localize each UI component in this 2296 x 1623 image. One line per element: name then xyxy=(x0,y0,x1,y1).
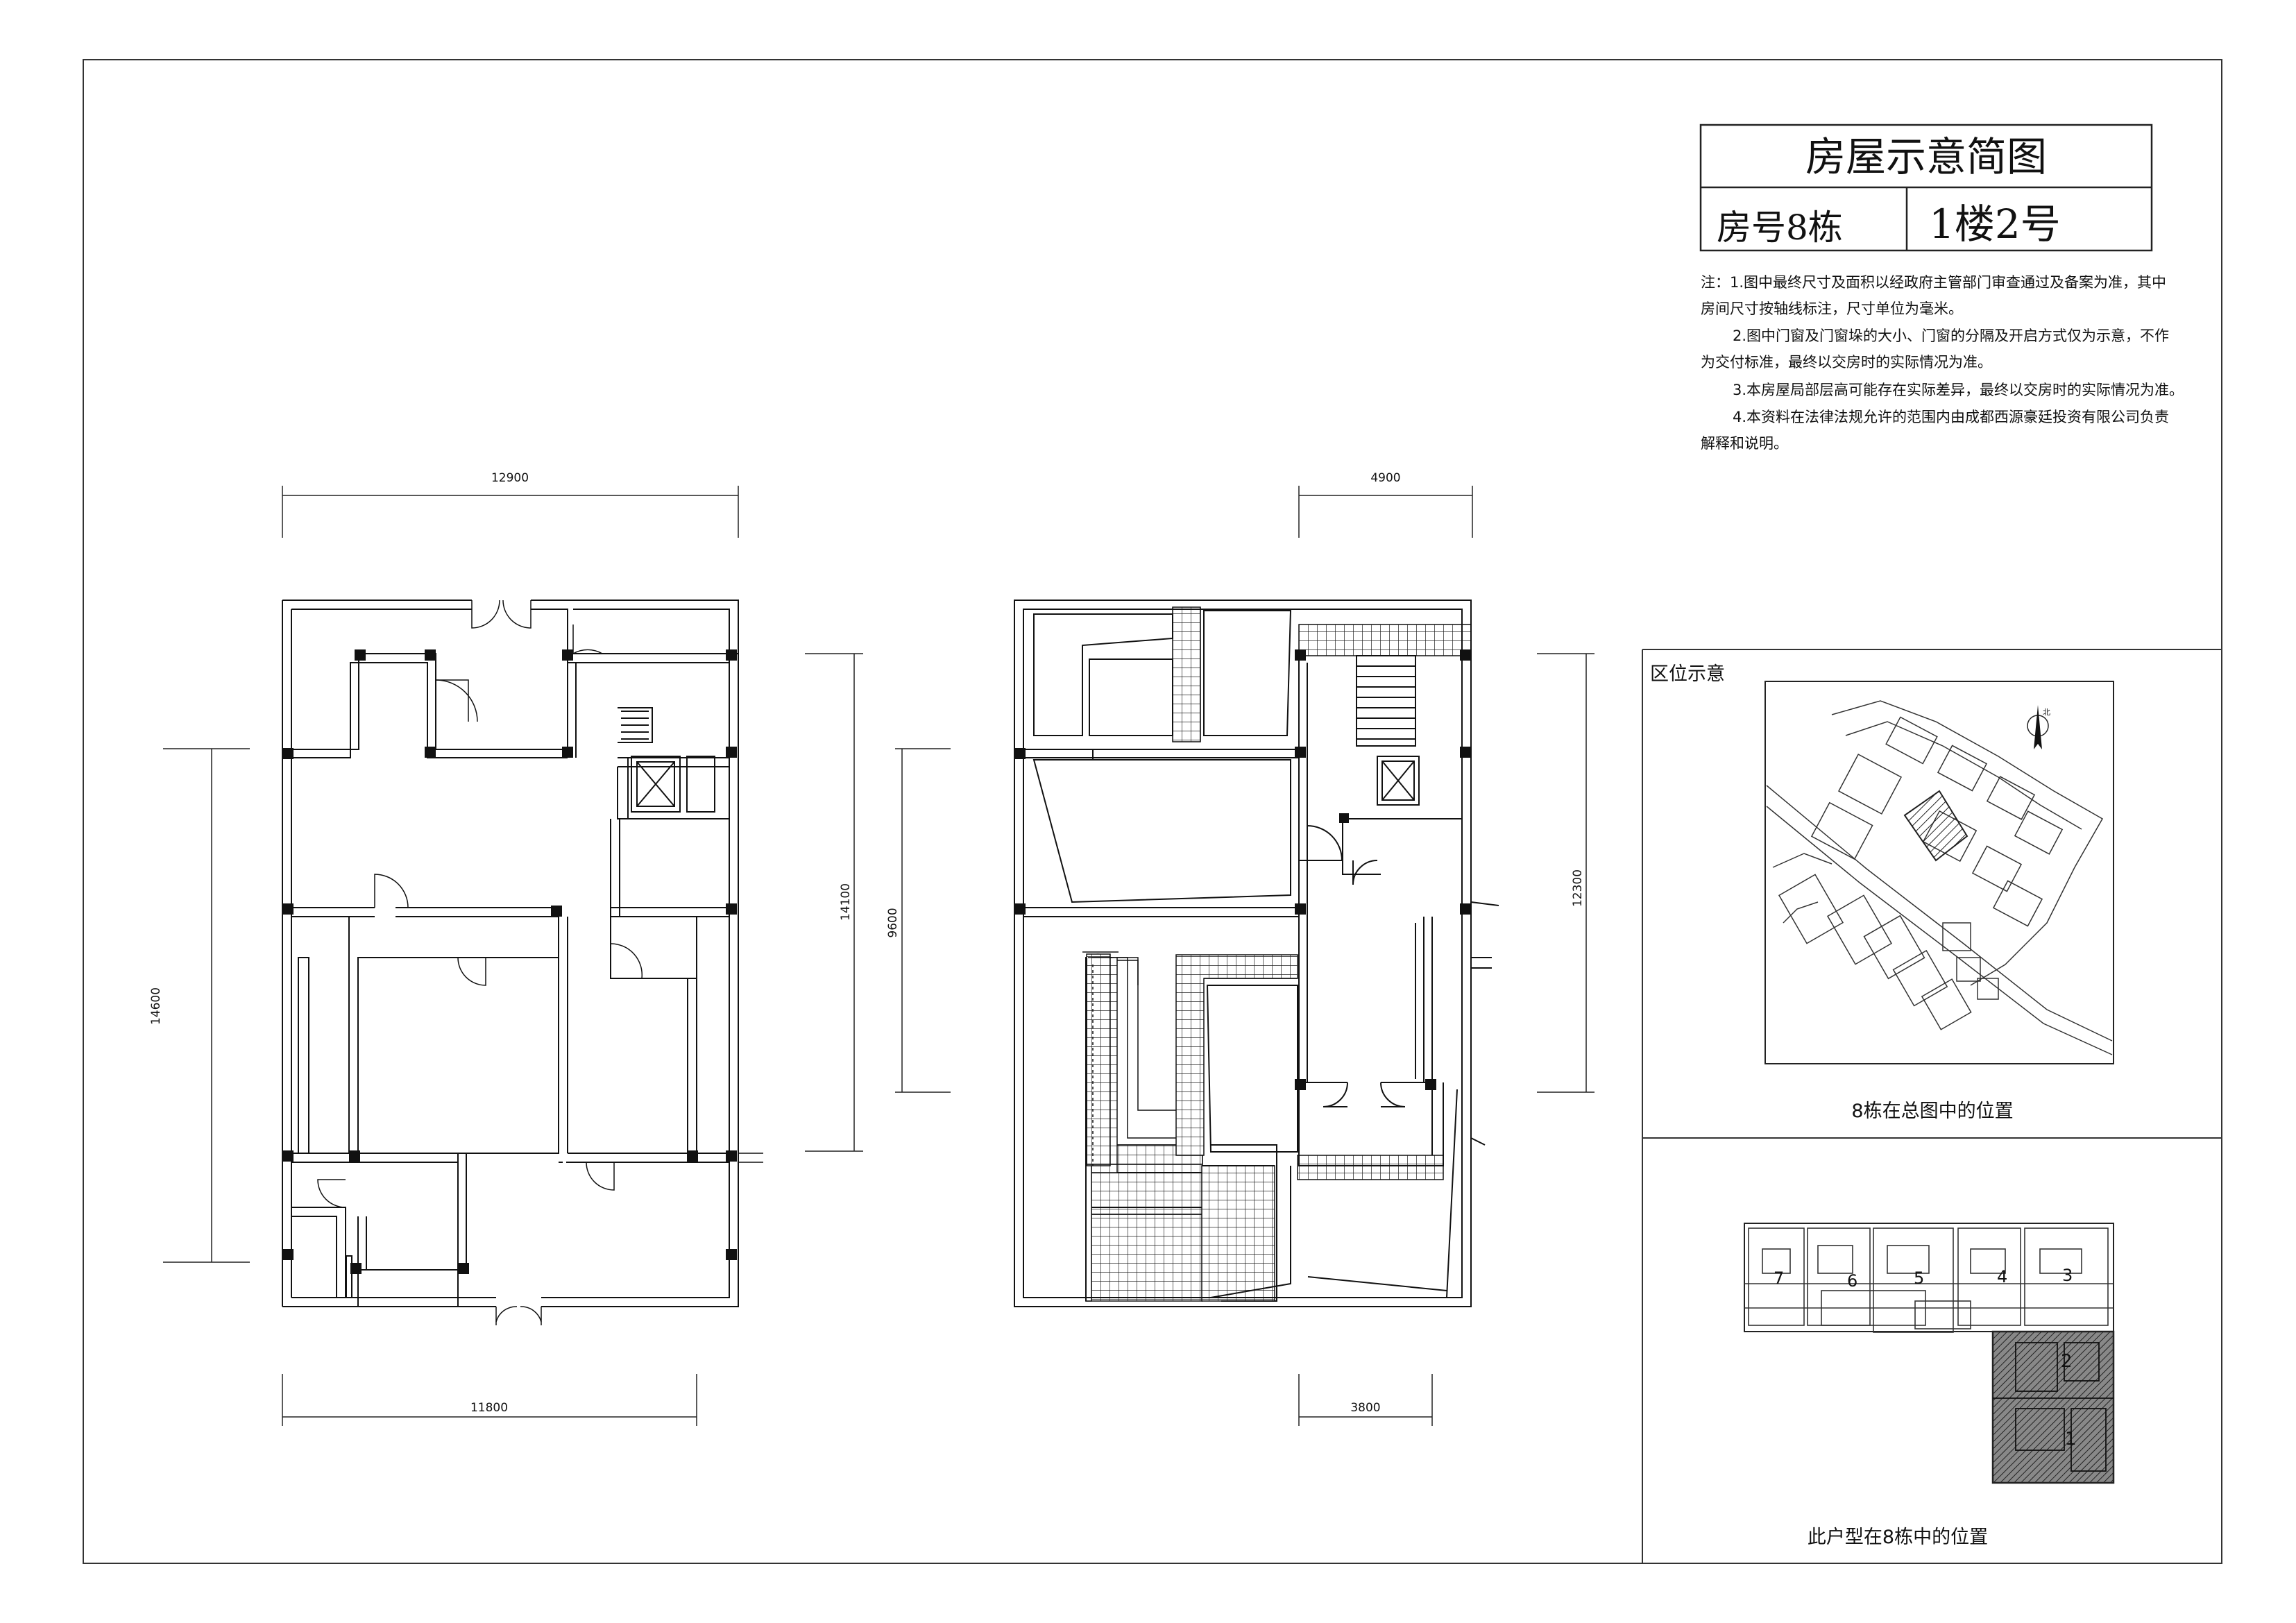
building-label: 房号8栋 xyxy=(1717,207,1843,248)
north-arrow-icon: 北 xyxy=(2027,705,2050,749)
location-panel-title: 区位示意 xyxy=(1650,663,1725,685)
note-line: 为交付标准，最终以交房时的实际情况为准。 xyxy=(1701,354,1992,371)
title-block-title: 房屋示意简图 xyxy=(1805,133,2047,180)
note-line: 4.本资料在法律法规允许的范围内由成都西源豪廷投资有限公司负责 xyxy=(1733,409,2169,425)
sheet-border xyxy=(83,59,2222,1564)
unit-number: 3 xyxy=(2062,1266,2073,1285)
title-block: 房屋示意简图 房号8栋 1楼2号 xyxy=(1699,124,2153,252)
north-label: 北 xyxy=(2043,708,2050,717)
dimension-label: 11800 xyxy=(470,1401,508,1415)
dimension-label: 9600 xyxy=(886,908,900,937)
note-line: 注：1.图中最终尺寸及面积以经政府主管部门审查通过及备案为准，其中 xyxy=(1701,274,2166,291)
note-line: 2.图中门窗及门窗垛的大小、门窗的分隔及开启方式仅为示意，不作 xyxy=(1733,328,2169,344)
unit-label: 1楼2号 xyxy=(1929,201,2061,248)
unit-number: 4 xyxy=(1997,1267,2007,1286)
building-unit-map: 7 6 5 4 3 2 1 xyxy=(1744,1223,2115,1484)
site-caption: 8栋在总图中的位置 xyxy=(1851,1101,2013,1122)
site-map: 北 xyxy=(1764,681,2114,1064)
unit-number: 1 xyxy=(2065,1429,2077,1450)
unit-2-highlight xyxy=(1991,1330,2115,1484)
notes: 注：1.图中最终尺寸及面积以经政府主管部门审查通过及备案为准，其中 房间尺寸按轴… xyxy=(1701,274,2184,452)
building-8-highlight xyxy=(1903,790,1968,862)
unit-number: 2 xyxy=(2061,1351,2073,1372)
dimension-label: 12300 xyxy=(1571,869,1585,907)
note-line: 房间尺寸按轴线标注，尺寸单位为毫米。 xyxy=(1701,300,1963,317)
dimension-label: 14600 xyxy=(149,987,163,1025)
floor-plan-left: 12900 11800 14600 14100 xyxy=(149,471,863,1426)
unit-caption: 此户型在8栋中的位置 xyxy=(1808,1527,1988,1548)
dimension-label: 12900 xyxy=(491,471,529,485)
floor-plan-right: 4900 3800 9600 12300 xyxy=(886,471,1595,1426)
dimension-label: 14100 xyxy=(839,883,853,921)
unit-number: 5 xyxy=(1914,1268,1924,1288)
note-line: 解释和说明。 xyxy=(1701,435,1788,452)
note-line: 3.本房屋局部层高可能存在实际差异，最终以交房时的实际情况为准。 xyxy=(1733,382,2184,398)
unit-number: 7 xyxy=(1774,1268,1784,1288)
unit-number: 6 xyxy=(1847,1271,1857,1291)
location-panel: 区位示意 xyxy=(1642,649,2222,1563)
dimension-label: 3800 xyxy=(1350,1401,1380,1415)
dimension-label: 4900 xyxy=(1370,471,1400,485)
